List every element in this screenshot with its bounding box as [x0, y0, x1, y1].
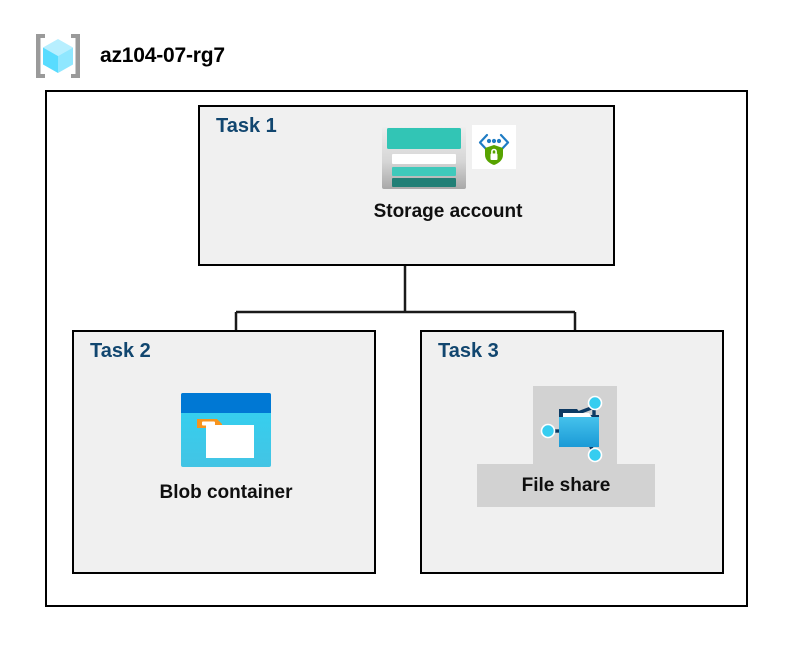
node-caption-file-share: File share	[521, 474, 611, 496]
blob-container-icon	[181, 393, 271, 467]
storage-account-icon	[382, 127, 466, 189]
resource-group-cube-icon	[36, 34, 80, 78]
resource-group-name: az104-07-rg7	[100, 44, 225, 67]
private-endpoint-shield-icon	[472, 125, 516, 169]
resource-group-header: az104-07-rg7	[30, 28, 225, 84]
task-label-task2: Task 2	[90, 340, 151, 362]
node-file-share[interactable]: File share	[477, 386, 655, 507]
task-label-task1: Task 1	[216, 115, 277, 137]
task-label-task3: Task 3	[438, 340, 499, 362]
file-share-icon	[540, 395, 603, 463]
node-caption-blob-container: Blob container	[159, 482, 293, 503]
file-share-caption-plate: File share	[477, 464, 655, 507]
task-panel-task1[interactable]: Task 1	[198, 105, 615, 266]
task-panel-task2[interactable]: Task 2 Blob contai	[72, 330, 376, 574]
storage-icon-row	[380, 125, 516, 193]
node-caption-storage-account: Storage account	[373, 201, 523, 222]
node-blob-container[interactable]: Blob container	[136, 392, 316, 504]
file-share-icon-plate	[533, 386, 617, 468]
task-panel-task3[interactable]: Task 3	[420, 330, 724, 574]
node-storage-account[interactable]: Storage account	[348, 125, 548, 223]
